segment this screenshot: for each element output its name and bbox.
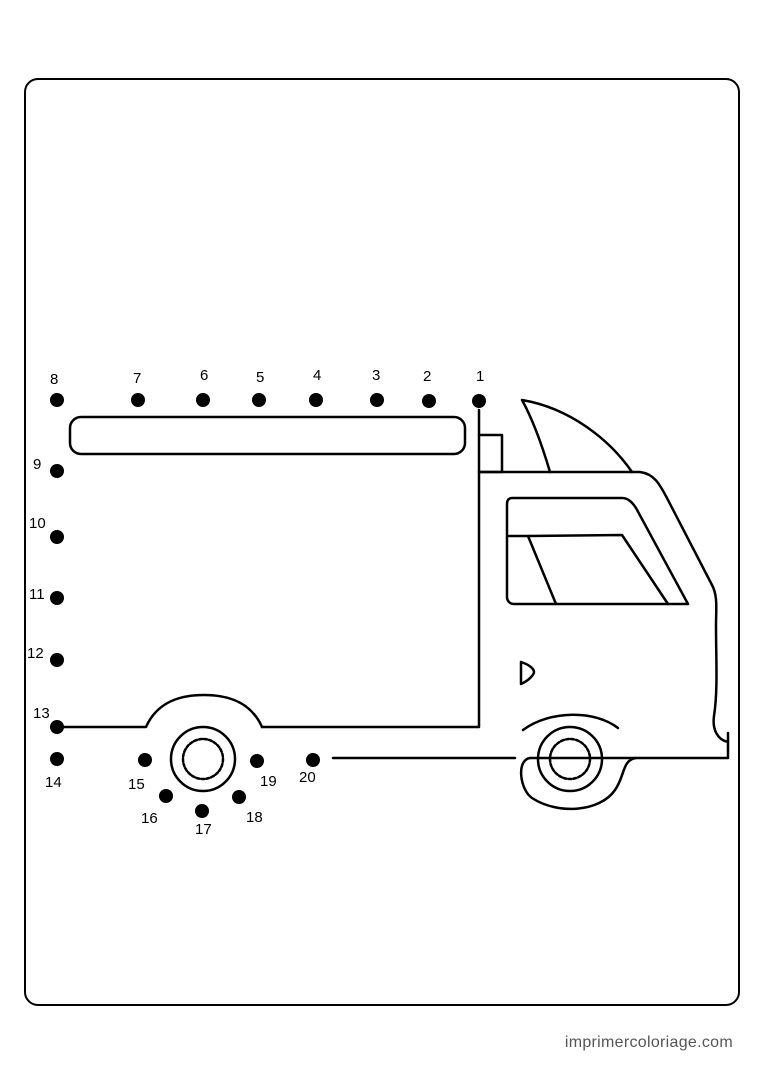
dot-label-3: 3 [372,367,380,384]
dot-label-7: 7 [133,370,141,387]
dot-label-20: 20 [299,769,316,786]
dot-label-4: 4 [313,367,321,384]
dot-11 [50,591,64,605]
dot-label-16: 16 [141,810,158,827]
dot-label-8: 8 [50,371,58,388]
dot-19 [250,754,264,768]
dot-label-6: 6 [200,367,208,384]
dot-label-2: 2 [423,368,431,385]
dot-12 [50,653,64,667]
dot-14 [50,752,64,766]
dot-8 [50,393,64,407]
window-glare-line-1 [507,534,558,606]
site-credit: imprimercoloriage.com [564,1034,733,1051]
dot-17 [195,804,209,818]
cab-window [505,496,690,606]
side-mirror [519,660,536,686]
dot-label-19: 19 [260,773,277,790]
dot-label-18: 18 [246,809,263,826]
rear-wheel-tire [169,725,237,793]
dot-label-1: 1 [476,368,484,385]
dot-label-17: 17 [195,821,212,838]
cargo-box-outline [260,408,481,729]
dot-6 [196,393,210,407]
dot-label-5: 5 [256,369,264,386]
dot-10 [50,530,64,544]
wind-deflector [520,398,634,474]
dot-20 [306,753,320,767]
dot-7 [131,393,145,407]
window-glare-line-2 [526,533,670,606]
cab-outline [477,470,730,760]
dot-label-11: 11 [29,586,45,603]
cab-connector [477,433,504,474]
page-border [24,78,740,1006]
rear-wheel-hub [181,737,225,781]
dot-label-14: 14 [45,774,62,791]
dot-label-15: 15 [128,776,145,793]
dot-label-13: 13 [33,705,50,722]
front-wheel-tire [536,725,604,793]
dot-13 [50,720,64,734]
rear-wheel-arch [55,693,264,729]
cargo-roof-bar [68,415,467,456]
dot-9 [50,464,64,478]
dot-1 [472,394,486,408]
front-wheel-hub [548,737,592,781]
dot-label-10: 10 [29,515,46,532]
dot-18 [232,790,246,804]
front-wheel-well [331,756,638,811]
dot-label-9: 9 [33,456,41,473]
dot-16 [159,789,173,803]
dot-5 [252,393,266,407]
dot-2 [422,394,436,408]
dot-4 [309,393,323,407]
dot-3 [370,393,384,407]
dot-15 [138,753,152,767]
front-fender-arc [521,713,620,732]
dot-label-12: 12 [27,645,44,662]
